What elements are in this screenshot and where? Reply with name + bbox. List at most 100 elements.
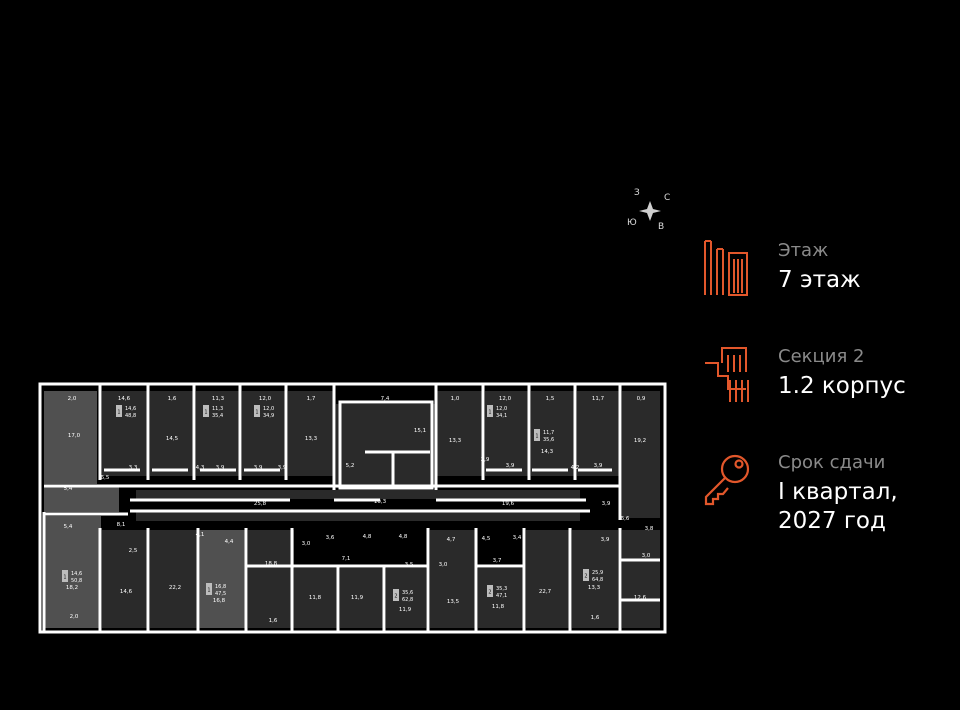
area-label: 3,5 (405, 562, 414, 568)
room-block (44, 391, 97, 484)
apartment-total-area: 47,1 (496, 593, 507, 599)
room-block (136, 512, 580, 521)
apartment-room-count-badge (393, 589, 399, 601)
wall (426, 528, 622, 632)
area-label: 3,0 (302, 541, 311, 547)
area-label: 3,9 (602, 501, 611, 507)
room-block (622, 391, 660, 518)
wall (338, 400, 434, 490)
area-label: 12,0 (259, 396, 272, 402)
floor-info: Этаж 7 этаж (700, 240, 950, 320)
room-block (242, 391, 285, 476)
plan-apartment-tags: 114,648,8111,335,4112,034,9112,034,1111,… (62, 405, 603, 603)
wall (38, 382, 667, 634)
apartment-room-count-badge (583, 569, 589, 581)
apartment-living-area: 11,7 (543, 430, 554, 436)
area-label: 3,9 (278, 465, 287, 471)
apartment-total-area: 47,5 (215, 591, 226, 597)
section-label: Секция 2 (778, 346, 865, 367)
section-value: 1.2 корпус (778, 373, 906, 399)
deadline-value-year: 2027 год (778, 508, 886, 534)
area-label: 14,6 (118, 396, 131, 402)
deadline-label: Срок сдачи (778, 452, 886, 473)
area-label: 7,1 (342, 556, 351, 562)
area-label: 3,9 (216, 465, 225, 471)
area-label: 22,7 (539, 589, 552, 595)
area-label: 3,9 (506, 463, 515, 469)
apartment-room-count-badge (254, 405, 260, 417)
area-label: 1,7 (307, 396, 316, 402)
apartment-total-area: 62,8 (402, 597, 413, 603)
plan-walls (38, 382, 667, 634)
apartment-total-area: 50,8 (71, 578, 82, 584)
wall (42, 512, 660, 632)
apartment-room-count-badge (206, 583, 212, 595)
apartment-living-area: 12,0 (496, 406, 507, 412)
area-label: 25,8 (254, 501, 267, 507)
area-label: 4,8 (399, 534, 408, 540)
area-label: 11,3 (212, 396, 225, 402)
room-block (150, 530, 200, 628)
room-block (478, 568, 523, 628)
area-label: 18,2 (66, 585, 78, 591)
area-label: 4,4 (225, 539, 234, 545)
area-label: 17,0 (68, 433, 81, 439)
room-block (44, 516, 101, 628)
apartment-total-area: 35,6 (543, 437, 554, 443)
area-label: 1,6 (168, 396, 177, 402)
apartment-living-area: 14,6 (125, 406, 136, 412)
area-label: 11,9 (399, 607, 412, 613)
apartment-living-area: 35,3 (496, 586, 507, 592)
floor-label: Этаж (778, 240, 829, 261)
area-label: 3,0 (439, 562, 448, 568)
area-label: 11,8 (309, 595, 322, 601)
floor-icon (704, 240, 748, 296)
apartment-room-count: 2 (584, 574, 587, 580)
apartment-total-area: 34,9 (263, 413, 274, 419)
area-label: 7,4 (381, 396, 390, 402)
room-block (437, 391, 482, 476)
room-block (572, 530, 618, 628)
room-block (44, 487, 119, 512)
compass-north: С (664, 193, 671, 203)
compass-icon (639, 201, 661, 221)
area-label: 2,5 (129, 548, 138, 554)
apartment-room-count: 1 (207, 588, 210, 594)
apartment-room-count-badge (203, 405, 209, 417)
area-label: 14,5 (166, 436, 179, 442)
floor-value: 7 этаж (778, 267, 861, 293)
area-label: 12,0 (499, 396, 512, 402)
room-block (340, 568, 384, 628)
room-block (200, 530, 245, 628)
area-label: 3,4 (513, 535, 522, 541)
room-block (102, 530, 147, 628)
apartment-room-count: 1 (117, 410, 120, 416)
apartment-total-area: 35,4 (212, 413, 223, 419)
room-block (102, 391, 147, 476)
wall (98, 384, 336, 490)
area-label: 2,9 (481, 457, 490, 463)
compass: З С Ю В (624, 188, 676, 234)
area-label: 1,6 (591, 615, 600, 621)
area-label: 3,0 (642, 553, 651, 559)
apartment-living-area: 12,0 (263, 406, 274, 412)
apartment-living-area: 14,6 (71, 571, 82, 577)
room-block (248, 530, 294, 628)
area-label: 14,6 (120, 589, 133, 595)
deadline-value: I квартал, 2027 год (778, 478, 898, 536)
room-block (430, 530, 476, 628)
area-label: 5,4 (64, 524, 73, 530)
area-label: 13,3 (588, 585, 601, 591)
area-label: 11,7 (592, 396, 605, 402)
area-label: 1,5 (546, 396, 555, 402)
apartment-room-count: 1 (255, 410, 258, 416)
area-label: 12,6 (634, 595, 647, 601)
apartment-room-count-badge (116, 405, 122, 417)
area-label: 3,9 (601, 537, 610, 543)
compass-south: Ю (627, 218, 637, 228)
area-label: 13,3 (449, 438, 462, 444)
plan-rooms (44, 391, 660, 628)
area-label: 5,4 (64, 486, 73, 492)
area-label: 4,7 (447, 537, 456, 543)
